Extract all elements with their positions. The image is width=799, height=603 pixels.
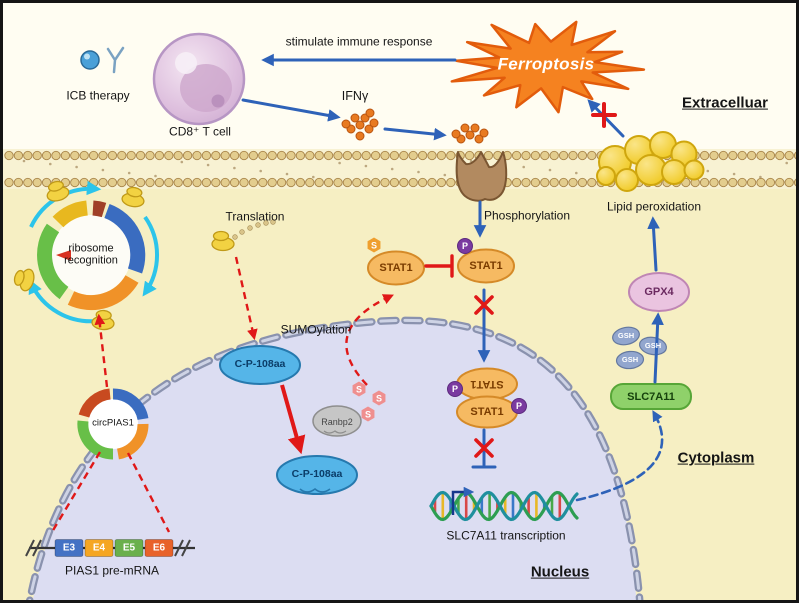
stat1-sumo-label: STAT1 (379, 261, 413, 274)
inhibition-marks (50, 102, 617, 533)
exon-e3 (54, 539, 84, 557)
block-x-icon (474, 295, 494, 315)
exon-e4 (84, 539, 114, 557)
gsh-label: GSH (617, 330, 635, 340)
exon-e4-label: E4 (92, 542, 106, 554)
pias1-pre-mrna-graphic (25, 539, 195, 557)
lipid-droplets (596, 131, 705, 192)
cytoplasm-label: Cytoplasm (677, 449, 755, 467)
ranbp2-label: Ranbp2 (321, 416, 353, 427)
sumoylation-label: SUMOylation (280, 322, 352, 337)
block-cross-icon (591, 102, 617, 128)
sumo-badge: S (372, 390, 386, 406)
ifn-receptor-icon (455, 151, 508, 202)
cp108aa-lower-label: C-P-108aa (291, 468, 343, 481)
slc7a11-box (610, 383, 692, 410)
circpias1-label: circPIAS1 (92, 417, 134, 429)
gpx4-label: GPX4 (644, 285, 674, 298)
icb-antibody-icon (80, 46, 125, 74)
cyclic-arrow (142, 215, 160, 297)
cp108aa-upper-blob (219, 345, 301, 385)
activation-arrows (241, 53, 664, 502)
sumo-badge: S (361, 406, 375, 422)
block-x-icon (474, 438, 494, 458)
phospho-badge: P (457, 238, 473, 254)
exon-e5-label: E5 (122, 542, 136, 554)
phospho-badge: P (447, 381, 463, 397)
circpias1-ring (77, 388, 149, 460)
stat1-phospho-blob (457, 248, 515, 284)
slc7a11-transcription-label: SLC7A11 transcription (446, 528, 566, 543)
translation-label: Translation (225, 209, 285, 224)
circrna-ribosome-ring (28, 180, 160, 324)
exon-e3-label: E3 (62, 542, 76, 554)
pias1-pre-mrna-label: PIAS1 pre-mRNA (64, 563, 160, 578)
gsh-label: GSH (621, 354, 639, 364)
stimulate-label: stimulate immune response (285, 34, 433, 49)
exon-e6-label: E6 (152, 542, 166, 554)
lipid-peroxidation-label: Lipid peroxidation (606, 199, 702, 214)
exon-e6 (144, 539, 174, 557)
nucleus-label: Nucleus (530, 563, 590, 581)
phosphorylation-label: Phosphorylation (483, 208, 571, 223)
slc7a11-label: SLC7A11 (627, 390, 675, 403)
stat1-dimer-bottom-label: STAT1 (470, 405, 504, 418)
diagram-canvas (3, 3, 796, 600)
cp108aa-upper-label: C-P-108aa (234, 358, 286, 371)
blob-wave-decor (299, 487, 331, 493)
ifn-gamma-label: IFNγ (341, 89, 369, 103)
gsh-label: GSH (644, 340, 662, 350)
gsh-oval (612, 326, 640, 346)
icb-therapy-label: ICB therapy (66, 88, 130, 103)
cyclic-arrow (28, 279, 98, 324)
stat1-phospho-label: STAT1 (469, 259, 503, 272)
ires-pointer (56, 250, 71, 261)
exon-e5 (114, 539, 144, 557)
ferroptosis-burst (450, 20, 646, 114)
translation-ribosome-icon (211, 219, 276, 252)
cd8-t-cell-label: CD8⁺ T cell (169, 124, 231, 139)
transcription-arrow (451, 486, 475, 515)
sumo-badge: S (352, 381, 366, 397)
sumo-badge: S (367, 237, 381, 253)
ferroptosis-label: Ferroptosis (497, 54, 595, 74)
gsh-oval (615, 350, 645, 370)
ranbp2-blob (312, 405, 362, 437)
stat1-sumo-blob (367, 250, 425, 286)
gpx4-blob (628, 272, 690, 312)
phospho-badge: P (511, 398, 527, 414)
cd8-t-cell-icon (152, 32, 246, 126)
extracellular-label: Extracelluar (682, 94, 768, 112)
ifn-gamma-molecules (341, 108, 489, 144)
stat1-dimer-top-label: STAT1 (470, 378, 504, 391)
ribosome-recognition-label: ribosome recognition (64, 242, 118, 267)
blob-wave-decor (323, 430, 347, 434)
cp108aa-lower-blob (276, 455, 358, 495)
gsh-oval (639, 336, 667, 356)
